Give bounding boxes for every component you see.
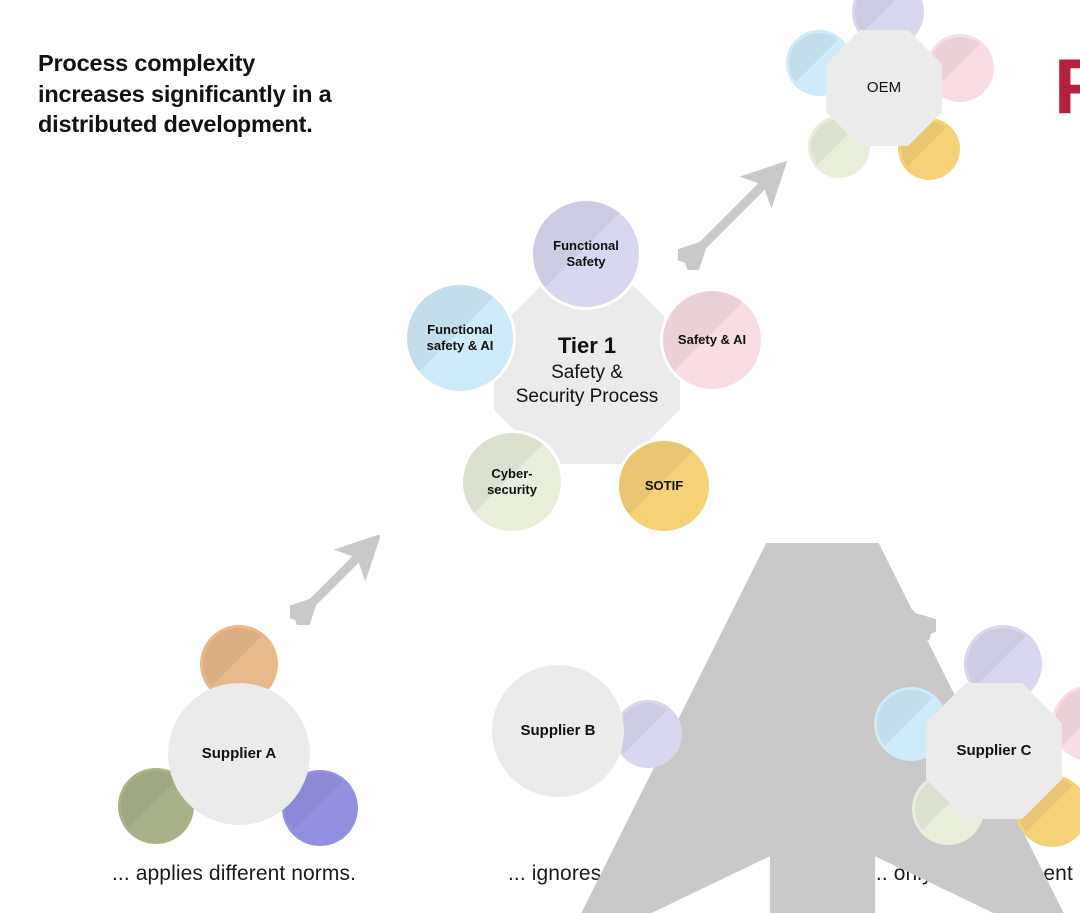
tier1-satellite-sotif[interactable]: SOTIF: [616, 438, 712, 534]
tier1-satellite-safety-ai[interactable]: Safety & AI: [660, 288, 764, 392]
tier1-subtitle-line1: Safety &: [551, 361, 623, 383]
tier1-hub[interactable]: Tier 1 Safety & Security Process: [494, 278, 680, 464]
supplier-a-caption: ... applies different norms.: [112, 862, 357, 885]
supplier-a-label: Supplier A: [201, 745, 277, 763]
arrow-tier1-supplier-c: [836, 545, 936, 640]
tier1-subtitle-line2: Security Process: [515, 386, 659, 408]
brand-letter: F: [1054, 42, 1080, 130]
tier1-satellite-functional-safety-ai[interactable]: Functional safety & AI: [404, 282, 516, 394]
tier1-title: Tier 1: [557, 333, 617, 359]
arrow-tier1-oem: [678, 160, 788, 270]
cluster-oem[interactable]: OEM: [786, 0, 1046, 188]
supplier-c-hub[interactable]: Supplier C: [926, 683, 1062, 819]
oem-hub[interactable]: OEM: [826, 30, 942, 146]
oem-label: OEM: [866, 79, 902, 97]
supplier-c-label: Supplier C: [956, 742, 1032, 760]
tier1-satellite-cybersecurity[interactable]: Cyber- security: [460, 430, 564, 534]
supplier-b-satellite-lavender: [614, 700, 682, 768]
tier1-label: Tier 1 Safety & Security Process: [516, 332, 659, 410]
supplier-b-label: Supplier B: [520, 722, 596, 740]
supplier-b-hub[interactable]: Supplier B: [492, 665, 624, 797]
arrow-tier1-supplier-a: [290, 535, 380, 625]
tier1-satellite-functional-safety[interactable]: Functional Safety: [530, 198, 642, 310]
page-title: Process complexity increases significant…: [38, 50, 332, 138]
arrow-tier1-supplier-b: [565, 543, 1080, 913]
supplier-a-hub[interactable]: Supplier A: [168, 683, 310, 825]
cluster-supplier-a[interactable]: Supplier A: [118, 625, 358, 846]
